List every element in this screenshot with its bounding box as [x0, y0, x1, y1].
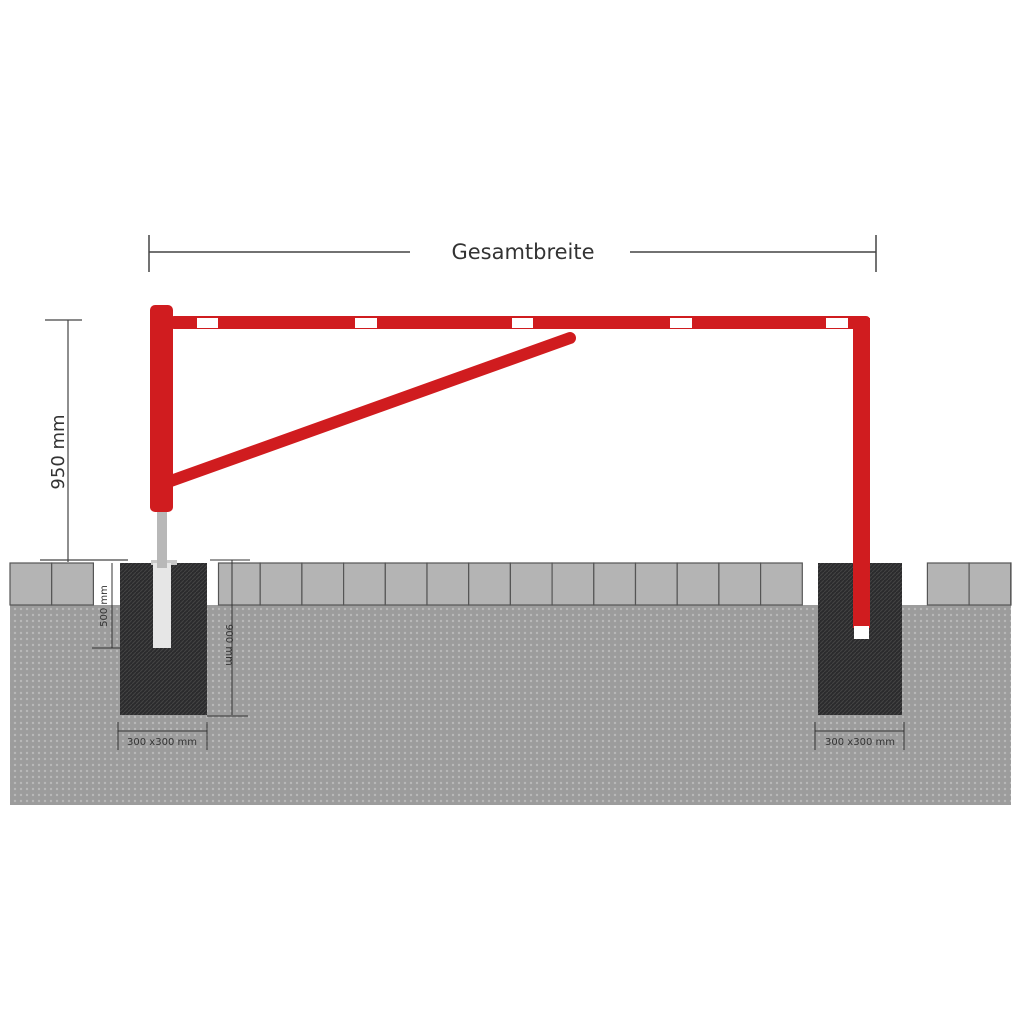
post-depth-dimension [92, 563, 130, 649]
paver-stone [9, 562, 53, 606]
paver-stone [676, 562, 720, 606]
paver-stone [759, 562, 803, 606]
boom-stripes [197, 318, 848, 328]
paver-stone [384, 562, 428, 606]
total-width-label: Gesamtbreite [451, 240, 594, 264]
foundation-depth-label: 900 mm [223, 624, 234, 666]
left-post [150, 305, 173, 512]
paver-stone [509, 562, 553, 606]
right-post [853, 318, 870, 628]
right-foundation-size-label: 300 x300 mm [825, 737, 895, 748]
foundation-width-dimensions [117, 722, 905, 750]
barrier [150, 305, 870, 639]
left-post-ground-tube [153, 563, 171, 648]
paver-stone [718, 562, 762, 606]
paver-stone [593, 562, 637, 606]
paver-stone [426, 562, 470, 606]
foundation-depth-dimension [207, 559, 250, 717]
paver-stone [551, 562, 595, 606]
left-post-steel [157, 508, 167, 568]
paver-stone [468, 562, 512, 606]
paver-stone [968, 562, 1012, 606]
paver-stone [343, 562, 386, 606]
right-post-white-tip [854, 626, 869, 639]
diagonal-strut [162, 332, 576, 488]
post-depth-label: 500 mm [99, 585, 110, 627]
paver-stone [259, 562, 303, 606]
paver-stone [301, 562, 345, 606]
height-label: 950 mm [48, 414, 69, 489]
paver-stone [926, 562, 970, 606]
height-dimension [40, 319, 128, 562]
left-foundation-size-label: 300 x300 mm [127, 737, 197, 748]
paver-stone [217, 562, 261, 606]
paver-stone [51, 562, 95, 606]
total-width-dimension [148, 235, 877, 272]
paver-stone [634, 562, 678, 606]
paver-row [9, 562, 1012, 606]
